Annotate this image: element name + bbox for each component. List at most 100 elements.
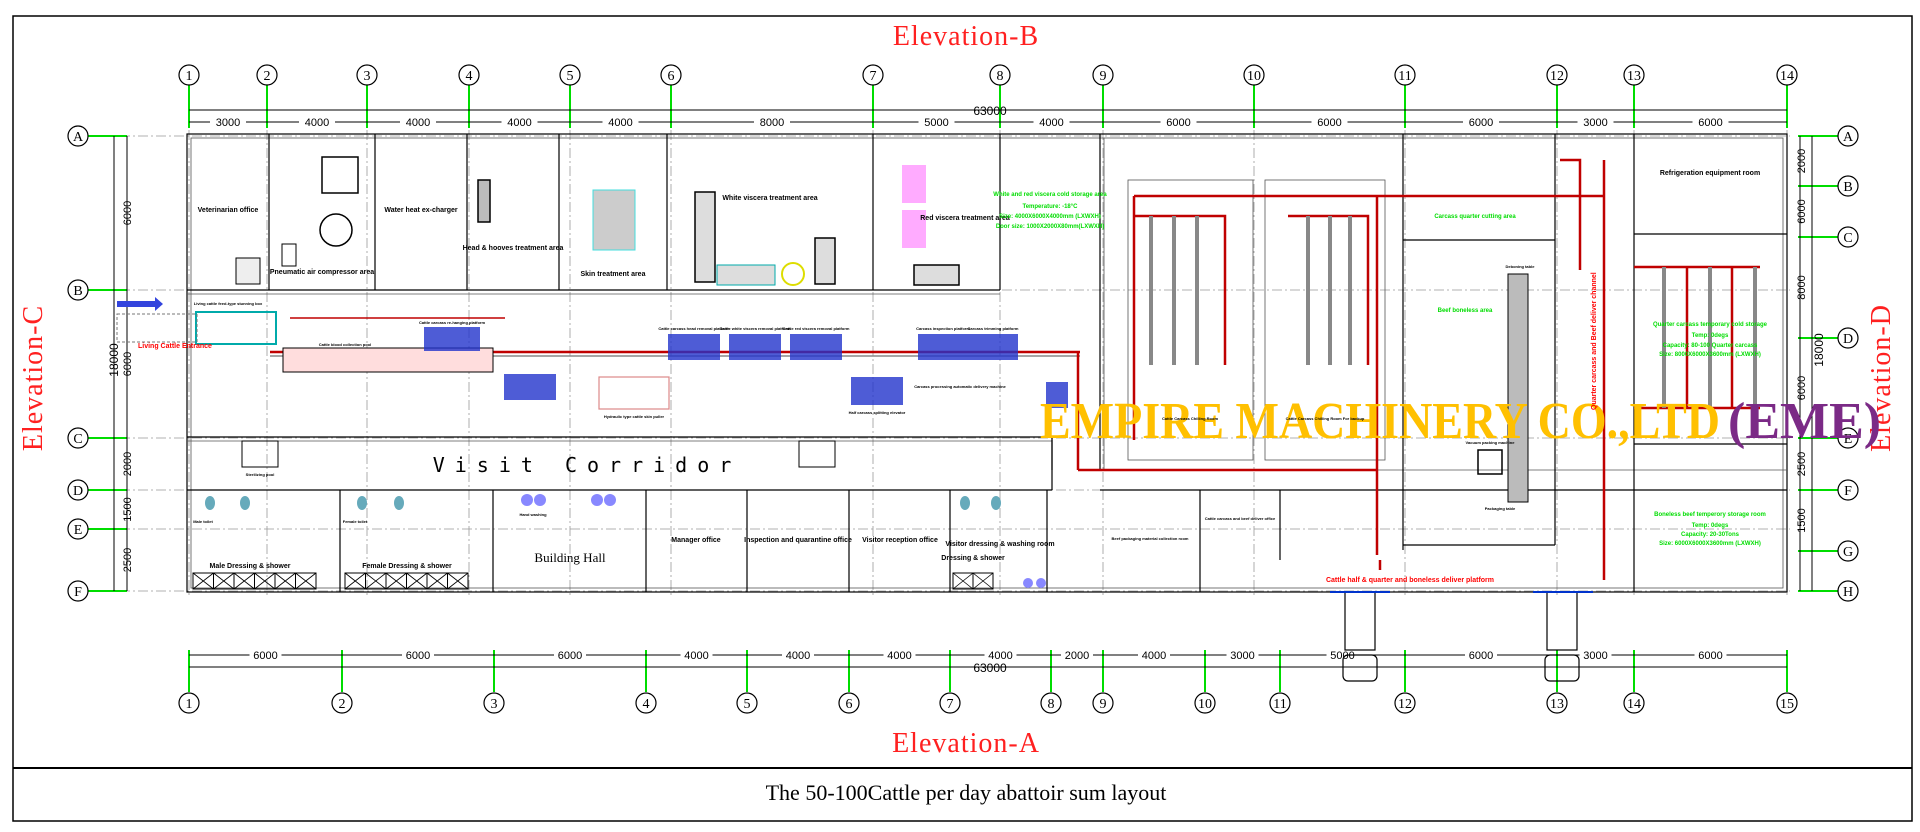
left-dim: 6000 [122, 352, 134, 376]
drawing-title: The 50-100Cattle per day abattoir sum la… [766, 780, 1167, 805]
axis-bubble-left-B: B [67, 279, 89, 301]
bottom-dim: 6000 [1698, 650, 1722, 662]
sterilizing-pool-1 [241, 440, 279, 468]
building-walls [186, 133, 1788, 593]
bottom-dim: 4000 [1142, 650, 1166, 662]
right-dim: 2500 [1796, 452, 1808, 476]
svg-text:1: 1 [186, 69, 193, 84]
svg-text:Size: 6000X6000X3600mm (LXWXH): Size: 6000X6000X3600mm (LXWXH) [1659, 541, 1761, 547]
svg-text:4: 4 [466, 69, 473, 84]
axis-bubble-top-1: 1 [178, 64, 200, 86]
axis-bubble-bottom-7: 7 [939, 692, 961, 714]
delivery-trucks [1330, 591, 1593, 682]
svg-text:E: E [1844, 432, 1853, 447]
left-total-dim: 18000 [107, 343, 121, 377]
room-head-hooves: Head & hooves treatment area [463, 245, 564, 252]
svg-text:14: 14 [1780, 69, 1794, 84]
svg-text:Size: 4000X6000X4000mm (LXWXH): Size: 4000X6000X4000mm (LXWXH) [999, 214, 1101, 220]
visit-corridor-label: Visit Corridor [433, 453, 742, 477]
svg-text:12: 12 [1398, 697, 1412, 712]
label-trimming-platform: Carcass trimming platform [968, 326, 1019, 331]
svg-text:2: 2 [339, 697, 346, 712]
axis-bubble-top-8: 8 [989, 64, 1011, 86]
top-dim: 4000 [608, 117, 632, 129]
axis-bubble-bottom-6: 6 [838, 692, 860, 714]
hand-washing-label: Hand washing [519, 512, 547, 517]
top-dim: 6000 [1317, 117, 1341, 129]
svg-text:6: 6 [846, 697, 853, 712]
svg-text:Door size: 1000X2000X80mm(LXWX: Door size: 1000X2000X80mm(LXWXH) [996, 224, 1104, 230]
axis-bubble-right-A: A [1837, 125, 1859, 147]
watermark-company: EMPIRE MACHINERY CO.,LTD [1040, 393, 1720, 450]
top-dim: 8000 [760, 117, 784, 129]
room-carcass-office: Cattle carcass and beef deliver office [1205, 516, 1276, 521]
svg-text:11: 11 [1398, 69, 1411, 84]
sterilizing-pool-2 [798, 440, 836, 468]
room-pneumatic: Pneumatic air compressor area [270, 269, 374, 276]
axis-bubble-bottom-5: 5 [736, 692, 758, 714]
top-dim: 6000 [1698, 117, 1722, 129]
axis-bubble-bottom-13: 13 [1546, 692, 1568, 714]
svg-text:Temp: 0degs: Temp: 0degs [1692, 523, 1729, 529]
svg-text:Boneless beef temperory storag: Boneless beef temperory storage room [1654, 512, 1766, 518]
room-building-hall: Building Hall [534, 550, 606, 565]
svg-text:Size: 8000X6000X3600mm (LXWXH): Size: 8000X6000X3600mm (LXWXH) [1659, 352, 1761, 358]
svg-text:Capacity: 20-30Tons: Capacity: 20-30Tons [1681, 532, 1740, 538]
right-dim: 8000 [1796, 275, 1808, 299]
quarter-channel-label: Quarter carcass and Beef deliver channel [1591, 272, 1598, 410]
elevation-d-label: Elevation-D [1866, 304, 1897, 452]
top-dim: 5000 [924, 117, 948, 129]
axis-bubble-top-5: 5 [559, 64, 581, 86]
deliver-platform-label: Cattle half & quarter and boneless deliv… [1326, 577, 1494, 584]
svg-text:6: 6 [668, 69, 675, 84]
bottom-dim: 4000 [684, 650, 708, 662]
axis-bubble-top-6: 6 [660, 64, 682, 86]
svg-text:8: 8 [997, 69, 1004, 84]
top-dim: 4000 [406, 117, 430, 129]
bottom-dim: 4000 [988, 650, 1012, 662]
left-dim: 2000 [122, 452, 134, 476]
living-cattle-entrance-label: Living Cattle Entrance [138, 343, 212, 350]
axis-bubble-left-D: D [67, 479, 89, 501]
bottom-dim: 3000 [1583, 650, 1607, 662]
axis-bubble-top-4: 4 [458, 64, 480, 86]
svg-text:B: B [73, 284, 82, 299]
label-vacuum-packing: Vacuum packing machine [1466, 440, 1516, 445]
axis-bubble-bottom-3: 3 [483, 692, 505, 714]
label-red-viscera-platform: Cattle red viscera removal platform [783, 326, 850, 331]
svg-text:13: 13 [1550, 697, 1564, 712]
room-skin: Skin treatment area [581, 271, 646, 278]
room-refrigeration: Refrigeration equipment room [1660, 170, 1760, 177]
top-dim: 4000 [507, 117, 531, 129]
bottom-dim: 6000 [253, 650, 277, 662]
top-dim: 6000 [1166, 117, 1190, 129]
axis-bubble-left-C: C [67, 427, 89, 449]
top-total-dim: 63000 [973, 104, 1007, 118]
svg-text:F: F [1844, 484, 1852, 499]
blood-collection-pool [282, 347, 494, 373]
svg-text:Capacity: 80-100 Quarter carca: Capacity: 80-100 Quarter carcass [1663, 343, 1758, 349]
label-blood-pool: Cattle blood collection pool [319, 342, 371, 347]
axis-bubble-top-7: 7 [862, 64, 884, 86]
bottom-dim: 6000 [406, 650, 430, 662]
axis-bubble-bottom-9: 9 [1092, 692, 1114, 714]
svg-text:8: 8 [1048, 697, 1055, 712]
label-deboning-table: Deboning table [1506, 264, 1536, 269]
label-packing-table: Packaging table [1485, 506, 1516, 511]
svg-text:7: 7 [870, 69, 877, 84]
work-platforms [424, 327, 1068, 408]
svg-text:12: 12 [1550, 69, 1564, 84]
label-splitting-elevator: Half carcass splitting elevator [849, 410, 906, 415]
beef-boneless-area: Beef boneless area [1438, 308, 1493, 314]
room-visitor-reception: Visitor reception office [862, 537, 938, 544]
svg-text:E: E [74, 523, 83, 538]
lockers [192, 572, 994, 590]
bottom-dim: 4000 [786, 650, 810, 662]
carcass-cutting-area: Carcass quarter cutting area [1434, 214, 1516, 220]
axis-bubble-top-2: 2 [256, 64, 278, 86]
bottom-dim: 2000 [1065, 650, 1089, 662]
